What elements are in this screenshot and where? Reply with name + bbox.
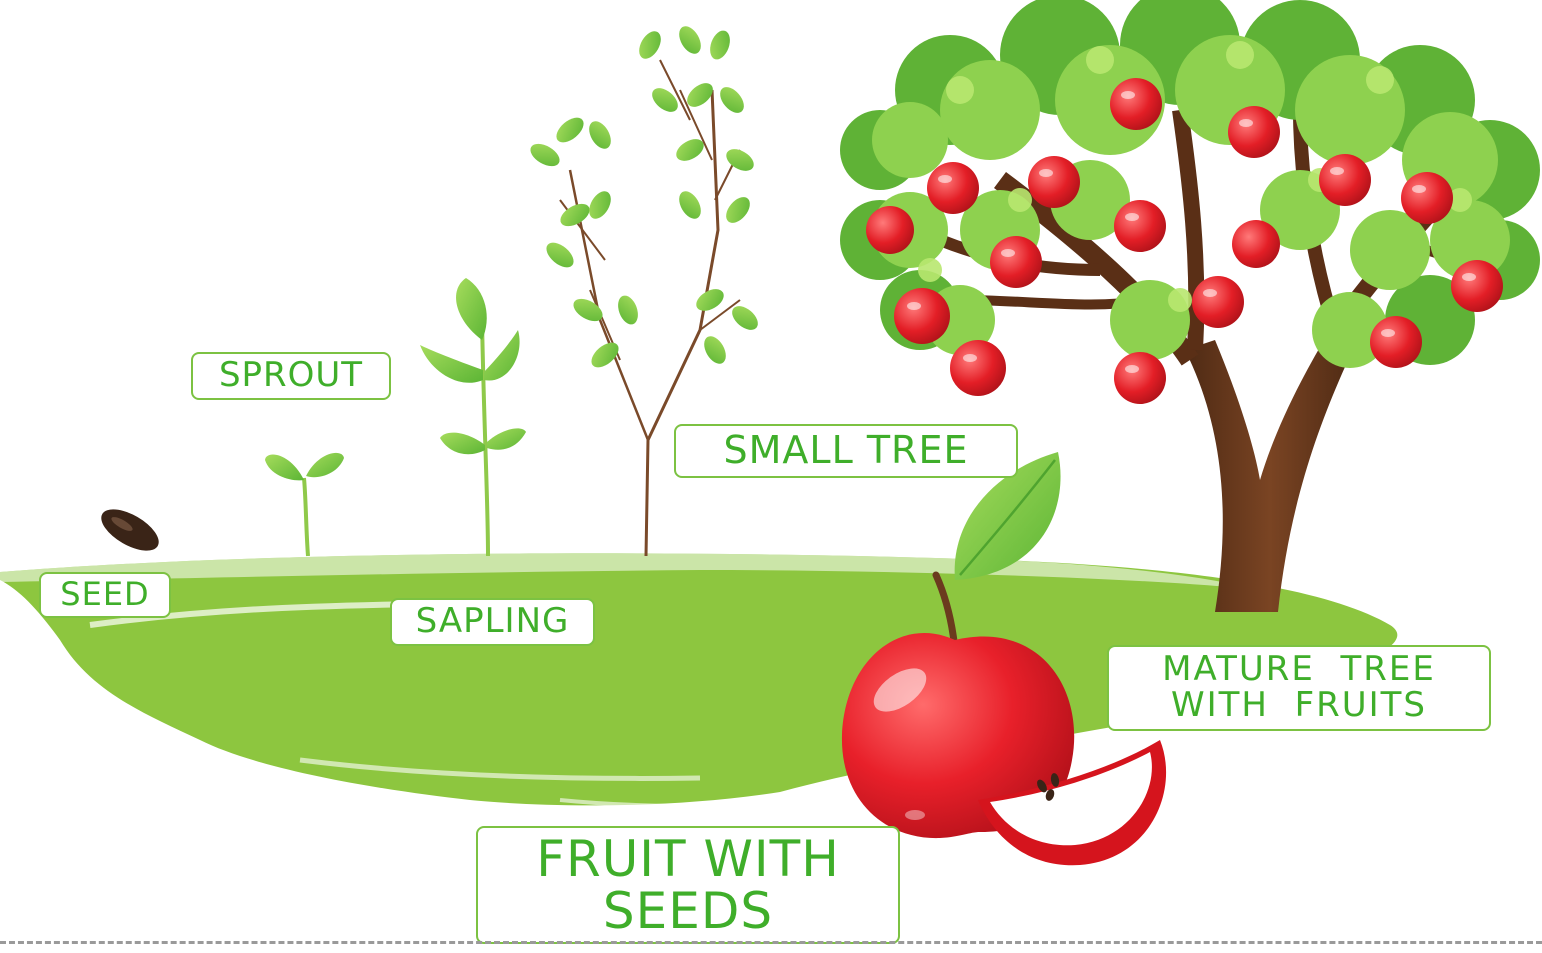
- bottom-divider: [0, 941, 1542, 944]
- label-fruit-with-seeds: FRUIT WITH SEEDS: [476, 826, 900, 944]
- label-sprout: SPROUT: [191, 352, 391, 400]
- seed-icon: [101, 509, 159, 551]
- small-tree-leaves: [530, 26, 758, 368]
- label-mature-tree-line1: MATURE TREE: [1162, 649, 1436, 690]
- label-mature-tree: MATURE TREE WITH FRUITS: [1107, 645, 1491, 731]
- label-small-tree: SMALL TREE: [674, 424, 1018, 478]
- label-sapling-text: SAPLING: [415, 601, 570, 642]
- ground: [0, 553, 1398, 809]
- label-sprout-text: SPROUT: [218, 355, 364, 396]
- sapling-icon: [420, 278, 526, 557]
- mature-tree-icon: [840, 0, 1540, 404]
- label-seed: SEED: [39, 572, 171, 618]
- label-seed-text: SEED: [60, 575, 150, 614]
- label-fruit-line1: FRUIT WITH: [536, 829, 840, 888]
- tree-apples: [866, 78, 1503, 404]
- apple-icon: [841, 452, 1075, 839]
- label-mature-tree-line2: WITH FRUITS: [1170, 685, 1428, 725]
- apple-slice-icon: [978, 740, 1167, 866]
- label-fruit-line2: SEEDS: [602, 882, 774, 940]
- label-sapling: SAPLING: [390, 598, 595, 646]
- label-small-tree-text: SMALL TREE: [723, 428, 969, 473]
- sprout-icon: [265, 452, 344, 557]
